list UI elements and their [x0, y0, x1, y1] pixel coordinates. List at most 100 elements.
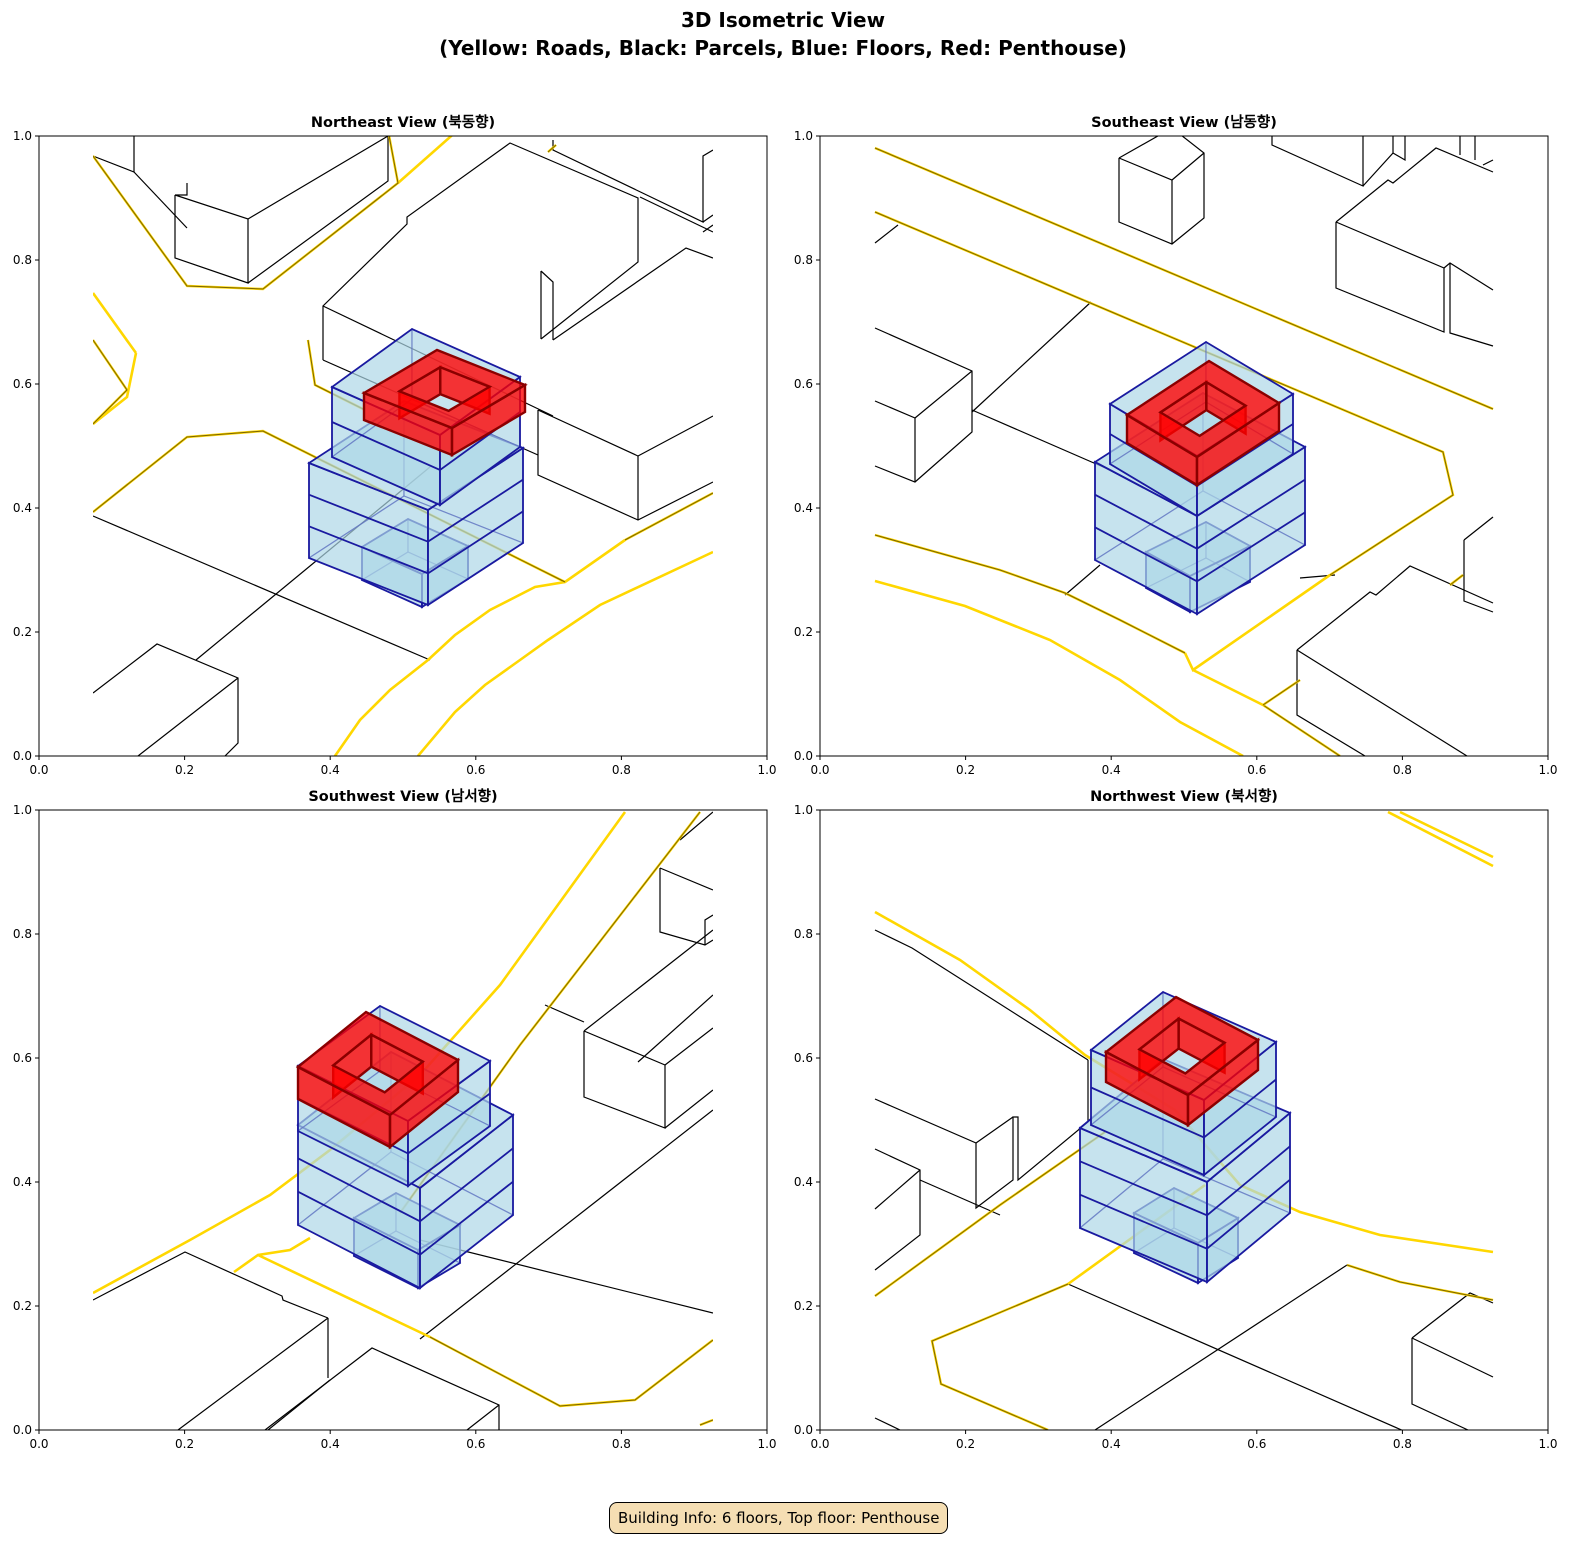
floors-lower-floor-line: [297, 1147, 514, 1223]
x-tick-label: 0.2: [175, 1437, 194, 1451]
x-tick-label: 0.8: [612, 763, 631, 777]
axes-frame: [819, 809, 1549, 1431]
y-tick-label: 1.0: [13, 129, 32, 143]
y-tick-label: 0.8: [794, 927, 813, 941]
road-parcel-edge: [399, 811, 701, 1214]
parcel-line: [466, 1404, 500, 1430]
y-tick-label: 0.8: [13, 927, 32, 941]
parcel-line: [1118, 152, 1205, 181]
parcel-line: [267, 1379, 331, 1430]
y-tick-label: 0.0: [13, 1423, 32, 1437]
parcel-line: [1482, 159, 1494, 166]
x-tick-label: 0.6: [466, 763, 485, 777]
x-tick-label: 0.8: [1393, 1437, 1412, 1451]
plot-content: [93, 136, 713, 756]
y-tick-label: 1.0: [794, 129, 813, 143]
x-tick-label: 0.4: [1102, 1437, 1121, 1451]
parcel-line: [174, 136, 389, 220]
parcel-line: [874, 929, 1089, 1061]
road-parcel-edge: [93, 339, 128, 425]
axes-frame: [38, 135, 768, 757]
parcel-line: [679, 811, 713, 841]
x-tick-label: 0.6: [1247, 1437, 1266, 1451]
road-parcel-edge: [1262, 704, 1341, 756]
x-tick-label: 0.6: [466, 1437, 485, 1451]
road-parcel-edge: [931, 1283, 1069, 1430]
parcel-line: [247, 136, 389, 284]
parcel-line: [1335, 221, 1445, 333]
road-line: [257, 1253, 431, 1339]
x-tick-label: 0.0: [810, 1437, 829, 1451]
road-parcel-edge: [93, 136, 399, 290]
road-parcel-edge: [874, 534, 1186, 654]
road-line: [93, 292, 138, 354]
subplot-title: Northeast View (북동향): [311, 114, 495, 131]
parcel-line: [93, 1251, 329, 1319]
y-tick-label: 0.6: [794, 377, 813, 391]
plot-content: [93, 811, 713, 1430]
floors-lower-floor-line: [1079, 1178, 1291, 1250]
x-tick-label: 0.0: [29, 763, 48, 777]
y-tick-label: 1.0: [13, 803, 32, 817]
x-tick-label: 1.0: [1538, 763, 1557, 777]
parcel-line: [137, 677, 239, 756]
figure-title-line2: (Yellow: Roads, Black: Parcels, Blue: Fl…: [439, 36, 1127, 60]
parcel-line: [1392, 136, 1406, 162]
parcel-line: [659, 867, 713, 891]
y-tick-label: 0.2: [13, 625, 32, 639]
subplot-1: Northeast View (북동향) 0.0 0.2 0.4 0.6 0.8 1.0 0.…: [13, 114, 777, 777]
road-line: [93, 811, 627, 1295]
parcel-line: [177, 1317, 329, 1430]
parcel-line: [583, 1030, 666, 1129]
parcel-line: [664, 1027, 713, 1066]
parcel-line: [914, 370, 973, 419]
road-parcel-edge: [1346, 1264, 1494, 1301]
y-tick-label: 0.0: [794, 1423, 813, 1437]
parcel-line: [1118, 136, 1205, 245]
parcel-line: [874, 1148, 921, 1271]
annex-top-face: [1132, 1186, 1240, 1245]
floors-lower-floor-line: [1094, 478, 1306, 550]
road-line: [417, 550, 713, 756]
floors-lower-floor-line: [1094, 511, 1306, 583]
parcel-line: [195, 466, 431, 661]
penthouse-top-ring: [1103, 995, 1261, 1097]
parcel-line: [552, 247, 713, 341]
y-tick-label: 0.4: [13, 1175, 32, 1189]
subplot-title: Southeast View (남동향): [1091, 114, 1277, 131]
road-parcel-edge: [874, 147, 1494, 410]
plot-content: [874, 136, 1494, 756]
parcel-line: [583, 929, 713, 1032]
x-tick-label: 1.0: [757, 1437, 776, 1451]
parcel-line: [1411, 1338, 1469, 1430]
parcel-line: [544, 1004, 585, 1023]
subplot-title: Southwest View (남서향): [308, 788, 497, 805]
road-line: [1192, 668, 1264, 707]
parcel-line: [537, 410, 713, 521]
building-info-box: Building Info: 6 floors, Top floor: Pent…: [609, 1502, 949, 1534]
road-parcel-edge: [307, 339, 366, 411]
parcel-line: [133, 171, 188, 229]
x-tick-label: 0.2: [956, 1437, 975, 1451]
y-tick-label: 0.6: [13, 1051, 32, 1065]
floors-lower-floor-line: [297, 1180, 514, 1256]
road-line: [93, 136, 400, 291]
road-line: [93, 352, 138, 426]
x-tick-label: 0.2: [175, 763, 194, 777]
parcel-line: [264, 1347, 500, 1430]
parcel-line: [637, 994, 713, 1063]
parcel-line: [702, 214, 713, 223]
parcel-line: [174, 195, 249, 284]
x-tick-label: 0.4: [321, 763, 340, 777]
road-line: [1346, 1263, 1494, 1302]
parcel-line: [1094, 1264, 1348, 1430]
parcel-line: [664, 1089, 713, 1129]
parcel-line: [1463, 516, 1494, 541]
parcel-line: [1449, 263, 1494, 347]
axes-frame: [38, 809, 768, 1431]
parcel-line: [874, 1417, 901, 1430]
parcel-line: [639, 196, 713, 233]
parcel-line: [975, 1116, 1014, 1144]
parcel-line: [552, 140, 713, 223]
x-tick-label: 0.6: [1247, 763, 1266, 777]
